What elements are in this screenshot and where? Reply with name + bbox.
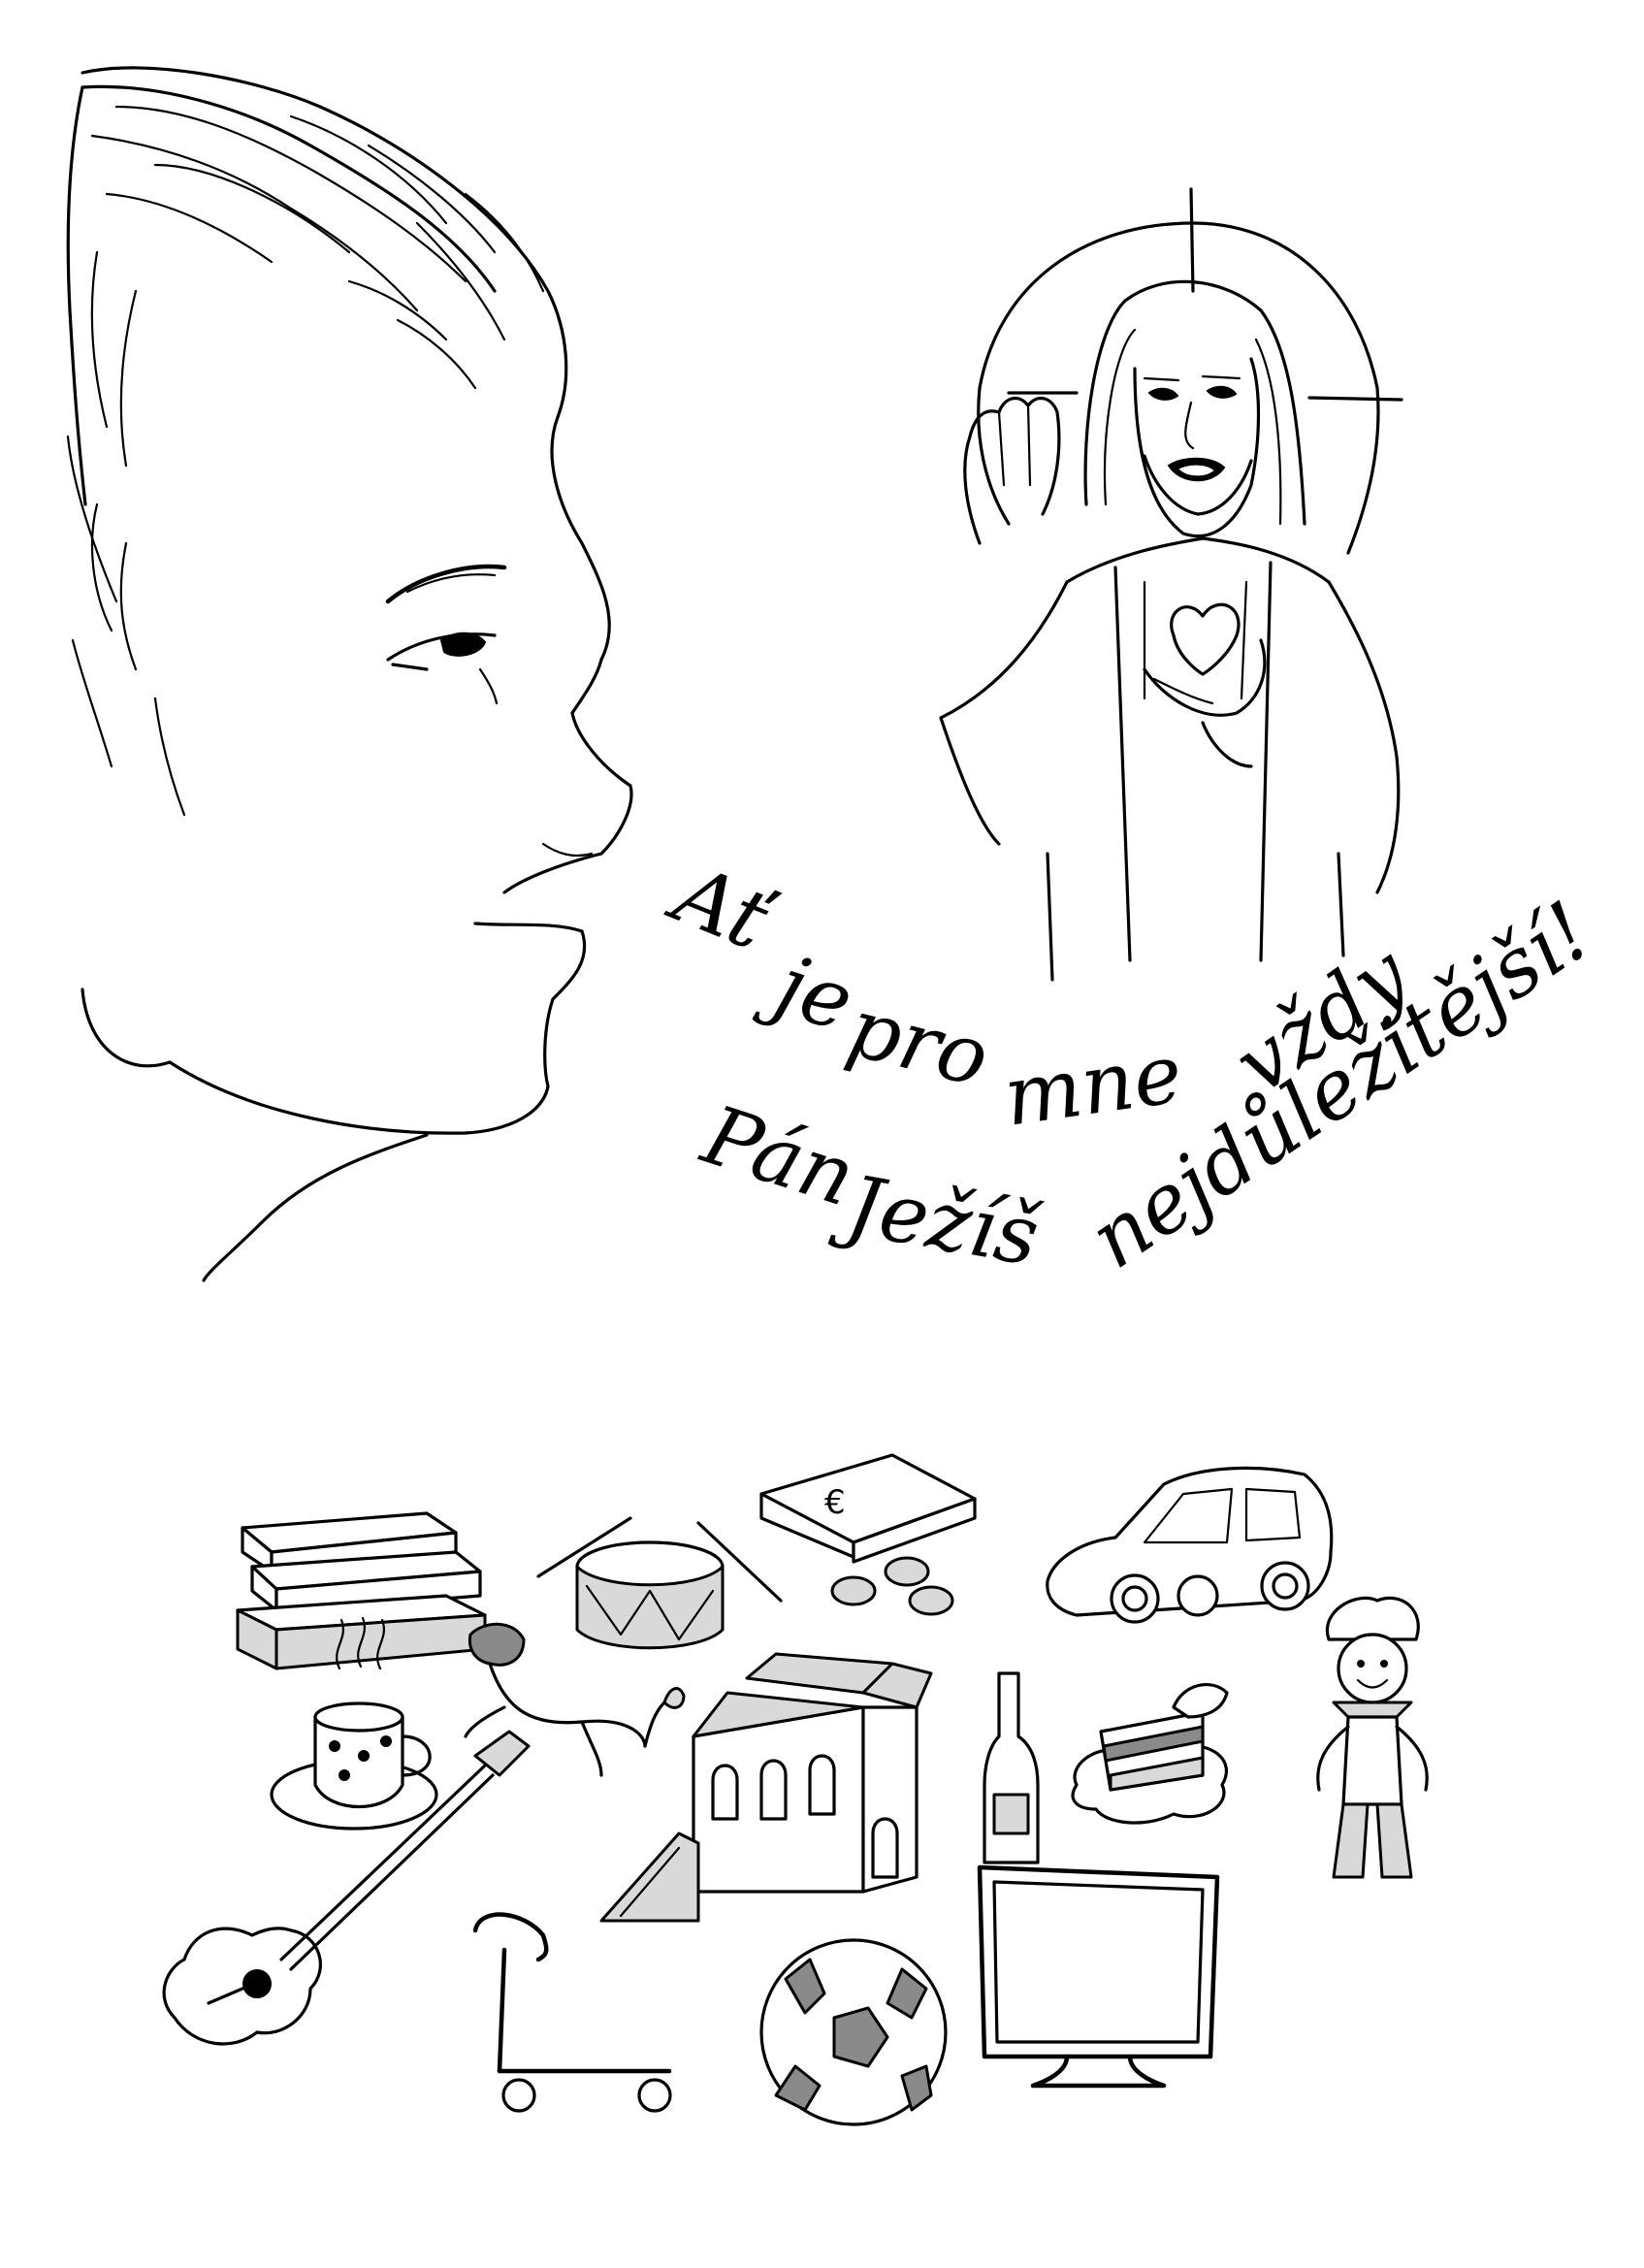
caption: Ať je pro mne vždy Pán Ježíš nejdůležitě… [656,844,1607,1287]
car-icon [1046,1466,1334,1624]
football-icon [759,1938,948,2126]
guitar-icon [162,1730,531,2046]
books-icon [236,1511,487,1670]
caption-word-mne: mne [998,1025,1187,1145]
monitor-icon [977,1864,1220,2089]
scooter-icon [472,1912,672,2113]
caption-word-jezis: Ježíš [826,1155,1047,1285]
coffee-cup-icon [270,1616,438,1831]
caption-word-pro: pro [839,979,998,1105]
jesus-sacred-heart-drawing [939,187,1403,982]
house-icon [599,1652,933,1923]
boy-face-drawing [66,66,633,1282]
caption-word-at: Ať [656,844,787,971]
caption-word-je: je [751,932,865,1051]
cake-slice-icon [1071,1683,1229,1825]
money-icon: € [759,1453,977,1616]
caption-word-pan: Pán [691,1086,866,1224]
wine-bottle-icon [983,1671,1040,1864]
drum-icon [536,1516,783,1650]
poodle-icon [464,1622,686,1777]
svg-text:€: € [824,1483,846,1522]
jester-doll-icon [1316,1596,1429,1879]
